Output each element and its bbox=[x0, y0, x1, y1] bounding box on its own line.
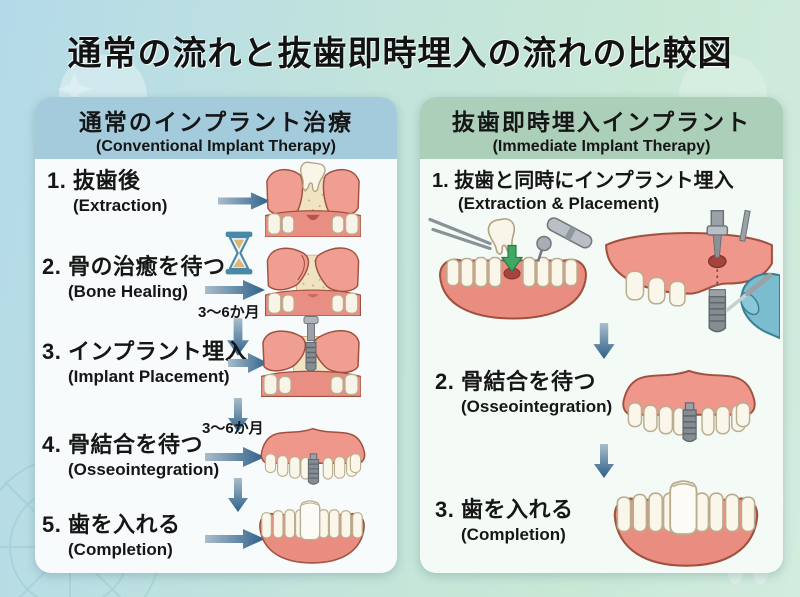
osseointegration-illustration bbox=[260, 427, 366, 485]
down-arrow-icon bbox=[228, 478, 248, 512]
completion-illustration bbox=[259, 500, 365, 564]
osseointegration-illustration bbox=[622, 369, 756, 443]
step-label-en: (Osseointegration) bbox=[68, 460, 220, 479]
bone-healing-illustration bbox=[265, 247, 361, 316]
step-osseointegration: 4. 骨結合を待つ (Osseointegration) bbox=[42, 427, 219, 480]
conventional-therapy-panel: 通常のインプラント治療 (Conventional Implant Therap… bbox=[35, 97, 397, 573]
step-label-jp: 5. 歯を入れる bbox=[42, 512, 181, 537]
immediate-panel-header: 抜歯即時埋入インプラント (Immediate Implant Therapy) bbox=[420, 97, 783, 159]
duration-label: 3〜6か月 bbox=[198, 304, 260, 321]
conventional-title-jp: 通常のインプラント治療 bbox=[78, 109, 354, 135]
step-label-jp: 2. 骨結合を待つ bbox=[435, 369, 596, 394]
down-arrow-icon bbox=[227, 318, 249, 356]
step-label-en: (Extraction & Placement) bbox=[458, 194, 660, 213]
step-label-jp: 1. 抜歯と同時にインプラント埋入 bbox=[432, 170, 734, 192]
right-arrow-icon bbox=[228, 353, 268, 373]
extraction-illustration bbox=[265, 161, 361, 237]
step-osseointegration: 2. 骨結合を待つ (Osseointegration) bbox=[435, 364, 612, 417]
conventional-panel-header: 通常のインプラント治療 (Conventional Implant Therap… bbox=[35, 97, 397, 159]
step-label-jp: 4. 骨結合を待つ bbox=[42, 432, 203, 457]
immediate-title-en: (Immediate Implant Therapy) bbox=[492, 138, 711, 155]
implant-placement-illustration bbox=[261, 316, 361, 397]
step-label-en: (Implant Placement) bbox=[68, 367, 230, 386]
step-label-en: (Osseointegration) bbox=[461, 397, 613, 416]
step-bone-healing: 2. 骨の治癒を待つ (Bone Healing) bbox=[42, 249, 225, 302]
step-label-en: (Completion) bbox=[461, 525, 566, 544]
right-arrow-icon bbox=[218, 192, 270, 210]
extraction-with-tools-illustration bbox=[428, 217, 593, 320]
right-arrow-icon bbox=[205, 529, 265, 549]
completion-illustration bbox=[613, 480, 759, 567]
step-label-jp: 3. 歯を入れる bbox=[435, 497, 574, 522]
right-arrow-icon bbox=[205, 447, 265, 467]
immediate-title-jp: 抜歯即時埋入インプラント bbox=[451, 109, 752, 135]
step-label-en: (Completion) bbox=[68, 540, 173, 559]
hourglass-icon bbox=[225, 231, 253, 275]
step-completion: 3. 歯を入れる (Completion) bbox=[435, 492, 573, 545]
step-extraction-and-placement: 1. 抜歯と同時にインプラント埋入 (Extraction & Placemen… bbox=[432, 164, 734, 214]
page-title: 通常の流れと抜歯即時埋入の流れの比較図 bbox=[67, 35, 733, 73]
duration-label: 3〜6か月 bbox=[202, 420, 264, 437]
down-arrow-icon bbox=[594, 444, 614, 478]
step-implant-placement: 3. インプラント埋入 (Implant Placement) bbox=[42, 334, 247, 387]
step-label-jp: 2. 骨の治癒を待つ bbox=[42, 254, 226, 279]
down-arrow-icon bbox=[593, 323, 615, 359]
right-arrow-icon bbox=[205, 280, 265, 300]
step-label-en: (Bone Healing) bbox=[68, 282, 188, 301]
immediate-therapy-panel: 抜歯即時埋入インプラント (Immediate Implant Therapy)… bbox=[420, 97, 783, 573]
step-label-jp: 1. 抜歯後 bbox=[47, 168, 141, 193]
down-arrow-icon bbox=[228, 398, 248, 432]
step-label-en: (Extraction) bbox=[73, 196, 168, 215]
immediate-placement-illustration bbox=[605, 209, 780, 340]
conventional-title-en: (Conventional Implant Therapy) bbox=[95, 138, 336, 155]
step-extraction: 1. 抜歯後 (Extraction) bbox=[47, 163, 167, 216]
step-label-jp: 3. インプラント埋入 bbox=[42, 339, 248, 364]
step-completion: 5. 歯を入れる (Completion) bbox=[42, 507, 180, 560]
